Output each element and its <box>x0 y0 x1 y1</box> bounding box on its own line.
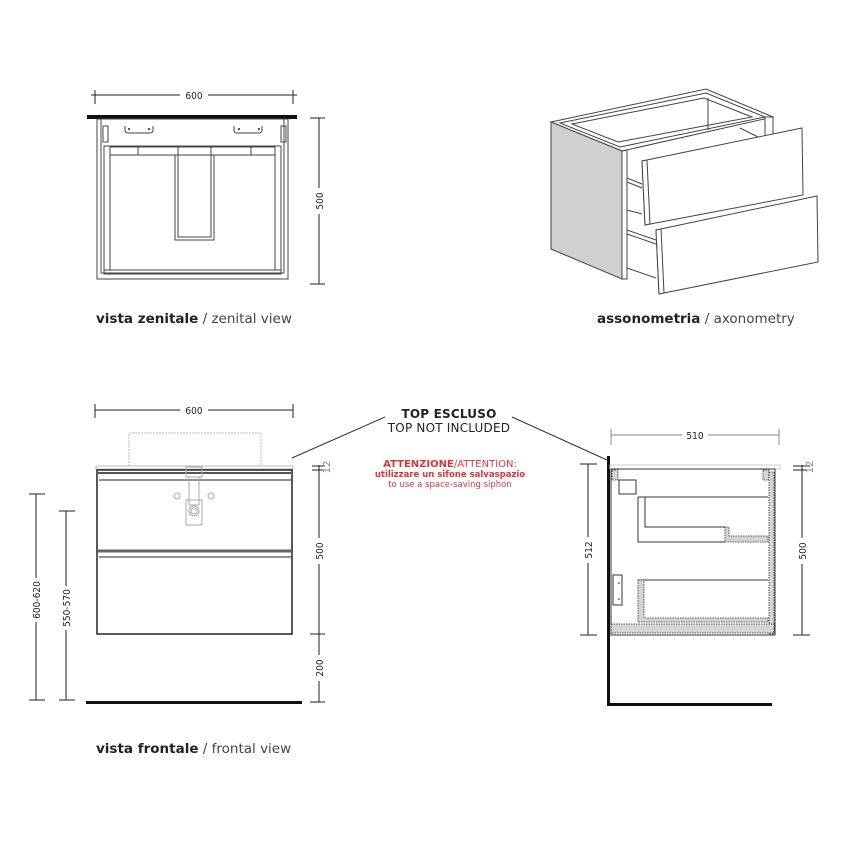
warning-line-it: utilizzare un sifone salvaspazio <box>374 470 526 480</box>
side-total-height-label: 512 <box>584 541 595 558</box>
frontal-height-label: 500 <box>315 542 326 559</box>
overall-height-label: 600-620 <box>32 581 43 619</box>
zenital-caption-en: zenital view <box>211 311 292 327</box>
axonometry-caption-en: axonometry <box>713 311 795 327</box>
frontal-caption-it: vista frontale <box>96 741 199 757</box>
top-excluded-subtitle: TOP NOT INCLUDED <box>387 421 511 435</box>
cabinet-height-label: 550-570 <box>62 589 73 627</box>
frontal-view-caption: vista frontale / frontal view <box>96 741 291 757</box>
frontal-floor-gap-label: 200 <box>315 659 326 676</box>
warning-separator: / <box>453 459 458 470</box>
top-excluded-title: TOP ESCLUSO <box>401 407 497 421</box>
side-height-label: 500 <box>798 542 809 559</box>
frontal-top-thickness-label: 12 <box>322 461 333 474</box>
caption-separator: / <box>198 311 212 327</box>
note-leader-right <box>511 416 608 461</box>
caption-separator: / <box>198 741 212 757</box>
side-depth-label: 510 <box>686 431 703 442</box>
side-floor-line <box>607 703 772 706</box>
floor-line <box>86 701 302 704</box>
zenital-view-caption: vista zenitale / zenital view <box>96 311 292 327</box>
frontal-width-label: 600 <box>185 406 202 417</box>
axonometry-caption-it: assonometria <box>597 311 701 327</box>
top-excluded-note: TOP ESCLUSO TOP NOT INCLUDED <box>369 407 529 435</box>
wall-line <box>607 456 610 706</box>
siphon-warning: ATTENZIONE/ATTENTION: utilizzare un sifo… <box>360 459 540 490</box>
frontal-caption-en: frontal view <box>211 741 292 757</box>
zenital-depth-label: 500 <box>315 192 326 209</box>
warning-label-en: ATTENTION: <box>457 459 517 470</box>
top-slab <box>87 115 297 119</box>
warning-line-en: to use a space-saving siphon <box>388 480 512 490</box>
axonometry-caption: assonometria / axonometry <box>597 311 795 327</box>
basin-outline <box>128 432 262 467</box>
siphon-icon <box>173 466 215 526</box>
zenital-view-drawing: 600 <box>87 88 326 285</box>
axonometry-drawing <box>549 88 819 295</box>
frontal-view-drawing: 600 12 <box>29 403 333 704</box>
top-outline <box>95 465 294 470</box>
side-top-thickness-label: 12 <box>805 461 816 474</box>
side-view-drawing: 510 <box>580 429 816 706</box>
warning-label-it: ATTENZIONE <box>383 459 454 470</box>
note-leader-left <box>291 416 386 459</box>
zenital-width-label: 600 <box>185 91 202 102</box>
caption-separator: / <box>700 311 714 327</box>
zenital-caption-it: vista zenitale <box>96 311 199 327</box>
